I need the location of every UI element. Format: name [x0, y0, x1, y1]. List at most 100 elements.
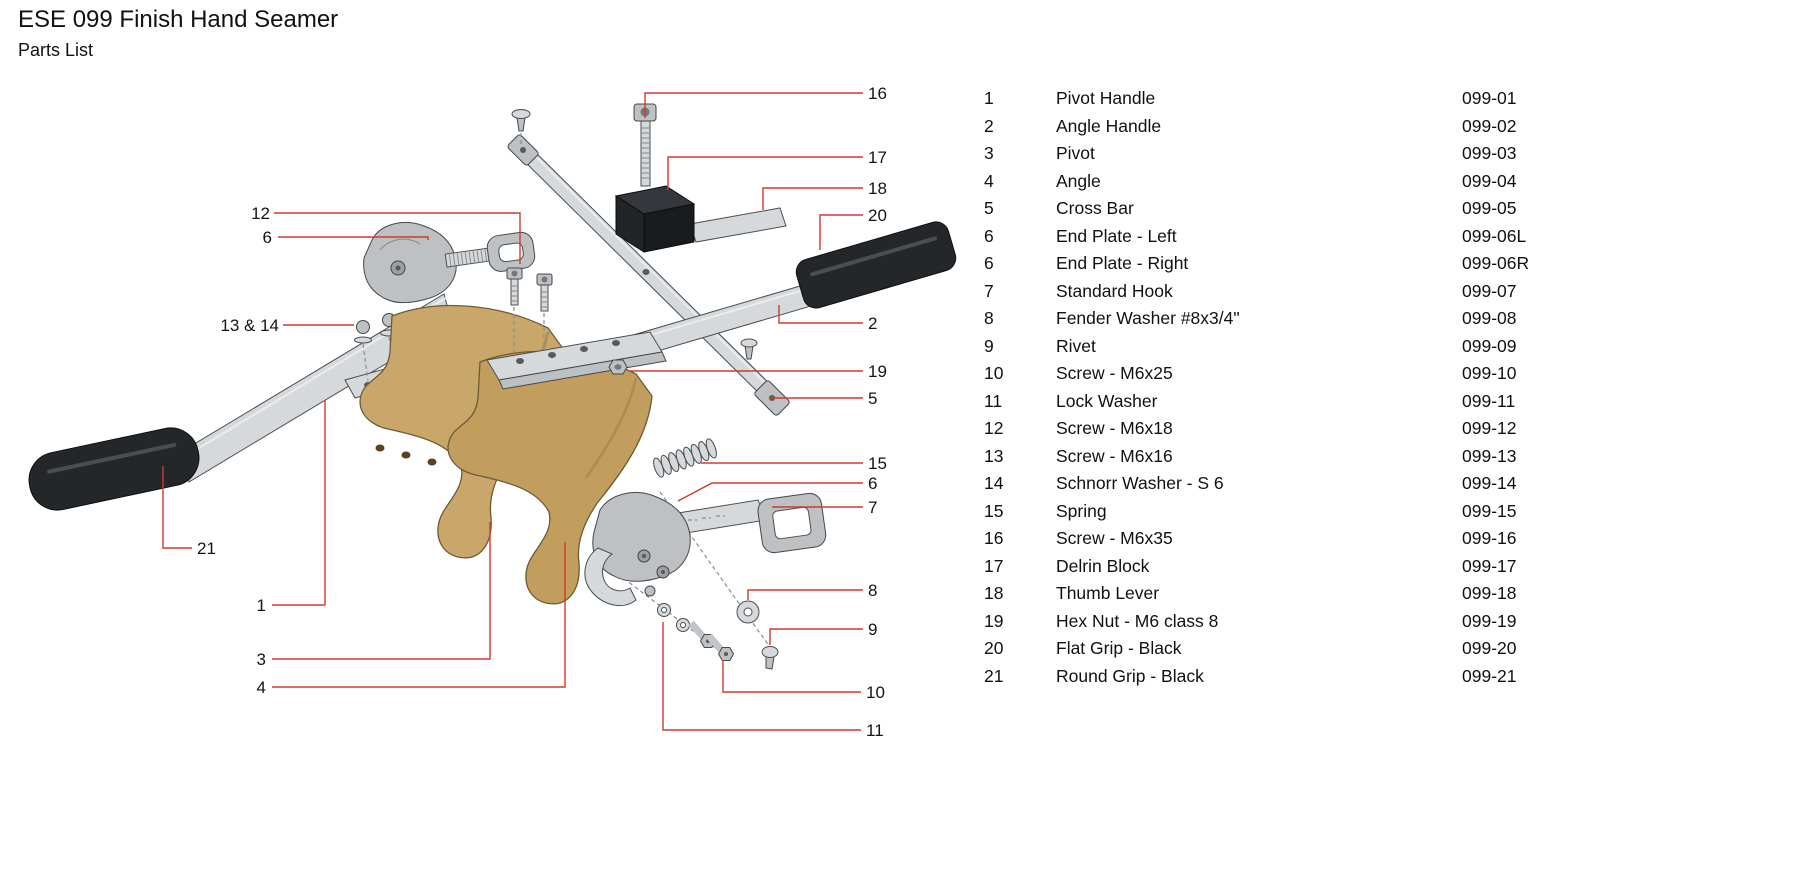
page-subtitle: Parts List: [18, 40, 94, 60]
part-code: 099-02: [1462, 115, 1517, 136]
part-number: 9: [984, 335, 994, 356]
part-number: 18: [984, 583, 1004, 603]
callout-label-7: 7: [868, 498, 877, 517]
part-code: 099-06R: [1462, 253, 1530, 273]
part-number: 5: [984, 198, 994, 218]
part-name: End Plate - Right: [1056, 253, 1189, 273]
parts-row: 16 Screw - M6x35 099-16: [984, 525, 1529, 553]
part-number: 14: [984, 473, 1004, 493]
part-code: 099-11: [1462, 390, 1516, 411]
callout-label-4: 4: [257, 678, 266, 697]
part-name: Screw - M6x18: [1056, 418, 1173, 438]
part-number: 8: [984, 308, 994, 328]
parts-row: 3 Pivot 099-03: [984, 140, 1529, 168]
part-number: 20: [984, 638, 1004, 658]
round-grip: [28, 427, 200, 511]
part-number: 3: [984, 143, 994, 163]
part-code: 099-08: [1462, 308, 1517, 328]
callout-label-6-top: 6: [263, 228, 272, 247]
part-code: 099-06L: [1462, 225, 1527, 246]
part-code: 099-16: [1462, 528, 1517, 548]
part-name: Pivot Handle: [1056, 88, 1156, 108]
part-number: 13: [984, 445, 1004, 466]
callout-line-11: [662, 622, 861, 731]
parts-row: 13 Screw - M6x16 099-13: [984, 443, 1529, 471]
part-code: 099-21: [1462, 665, 1517, 686]
parts-row: 19 Hex Nut - M6 class 8 099-19: [984, 608, 1529, 636]
callout-line-2: [778, 305, 863, 324]
part-number: 4: [984, 170, 994, 191]
parts-row: 11 Lock Washer 099-11: [984, 388, 1529, 416]
part-name: Hex Nut - M6 class 8: [1056, 610, 1219, 631]
part-name: Delrin Block: [1056, 555, 1150, 576]
callout-line-18: [762, 187, 863, 210]
end-plate-right: [584, 492, 691, 607]
part-name: Spring: [1056, 500, 1107, 521]
spring: [653, 438, 717, 478]
part-name: Angle Handle: [1056, 115, 1162, 136]
callout-label-12: 12: [251, 204, 270, 223]
callout-line-8: [747, 589, 863, 600]
part-number: 6: [984, 225, 994, 246]
delrin-block: [614, 185, 696, 253]
callout-label-2: 2: [868, 314, 877, 333]
callout-line-12: [274, 212, 521, 264]
part-code: 099-07: [1462, 280, 1517, 301]
parts-row: 17 Delrin Block 099-17: [984, 553, 1529, 581]
part-number: 1: [984, 88, 994, 108]
callout-line-16: [644, 92, 863, 118]
parts-row: 1 Pivot Handle 099-01: [984, 85, 1529, 113]
parts-row: 8 Fender Washer #8x3/4" 099-08: [984, 305, 1529, 333]
flat-grip: [795, 221, 957, 309]
callout-label-6-bottom: 6: [868, 474, 877, 493]
flathead-screw-top: [511, 109, 531, 146]
callout-label-10: 10: [866, 683, 885, 702]
part-code: 099-09: [1462, 335, 1517, 356]
callout-labels: 16 17 18 20 12 6 13 & 14 2 19 5 15 6 7 8…: [197, 84, 887, 740]
parts-row: 7 Standard Hook 099-07: [984, 278, 1529, 306]
part-name: End Plate - Left: [1056, 225, 1177, 246]
part-code: 099-05: [1462, 198, 1517, 218]
callout-line-9: [769, 628, 863, 645]
callout-label-3: 3: [257, 650, 266, 669]
part-name: Pivot: [1056, 143, 1095, 163]
callout-label-11: 11: [866, 721, 884, 740]
callout-line-3: [272, 522, 491, 660]
part-name: Thumb Lever: [1056, 583, 1160, 603]
part-code: 099-13: [1462, 445, 1517, 466]
part-number: 2: [984, 115, 994, 136]
callout-label-20: 20: [868, 206, 887, 225]
callout-line-17: [667, 156, 863, 190]
end-plate-left: [363, 222, 536, 304]
part-name: Screw - M6x35: [1056, 528, 1173, 548]
part-code: 099-18: [1462, 583, 1517, 603]
callout-line-21: [162, 466, 192, 549]
parts-row: 20 Flat Grip - Black 099-20: [984, 635, 1529, 663]
parts-row: 6 End Plate - Left 099-06L: [984, 223, 1529, 251]
part-number: 19: [984, 610, 1004, 631]
parts-row: 2 Angle Handle 099-02: [984, 113, 1529, 141]
part-number: 16: [984, 528, 1004, 548]
page-title: ESE 099 Finish Hand Seamer: [18, 6, 339, 33]
part-number: 11: [984, 390, 1003, 411]
leader-lines: [162, 92, 863, 731]
part-number: 6: [984, 253, 994, 273]
part-name: Flat Grip - Black: [1056, 638, 1182, 658]
parts-row: 5 Cross Bar 099-05: [984, 195, 1529, 223]
part-name: Standard Hook: [1056, 280, 1173, 301]
callout-line-6-top: [278, 236, 429, 240]
screws-m6x18: [506, 267, 553, 352]
callout-label-15: 15: [868, 454, 887, 473]
hex-nut: [608, 359, 628, 375]
part-number: 21: [984, 665, 1004, 686]
parts-row: 9 Rivet 099-09: [984, 333, 1529, 361]
part-name: Lock Washer: [1056, 390, 1158, 411]
part-code: 099-10: [1462, 363, 1517, 383]
part-code: 099-20: [1462, 638, 1517, 658]
callout-label-21: 21: [197, 539, 216, 558]
part-name: Round Grip - Black: [1056, 665, 1204, 686]
fender-washer: [736, 600, 760, 624]
parts-row: 15 Spring 099-15: [984, 498, 1529, 526]
parts-row: 12 Screw - M6x18 099-12: [984, 415, 1529, 443]
